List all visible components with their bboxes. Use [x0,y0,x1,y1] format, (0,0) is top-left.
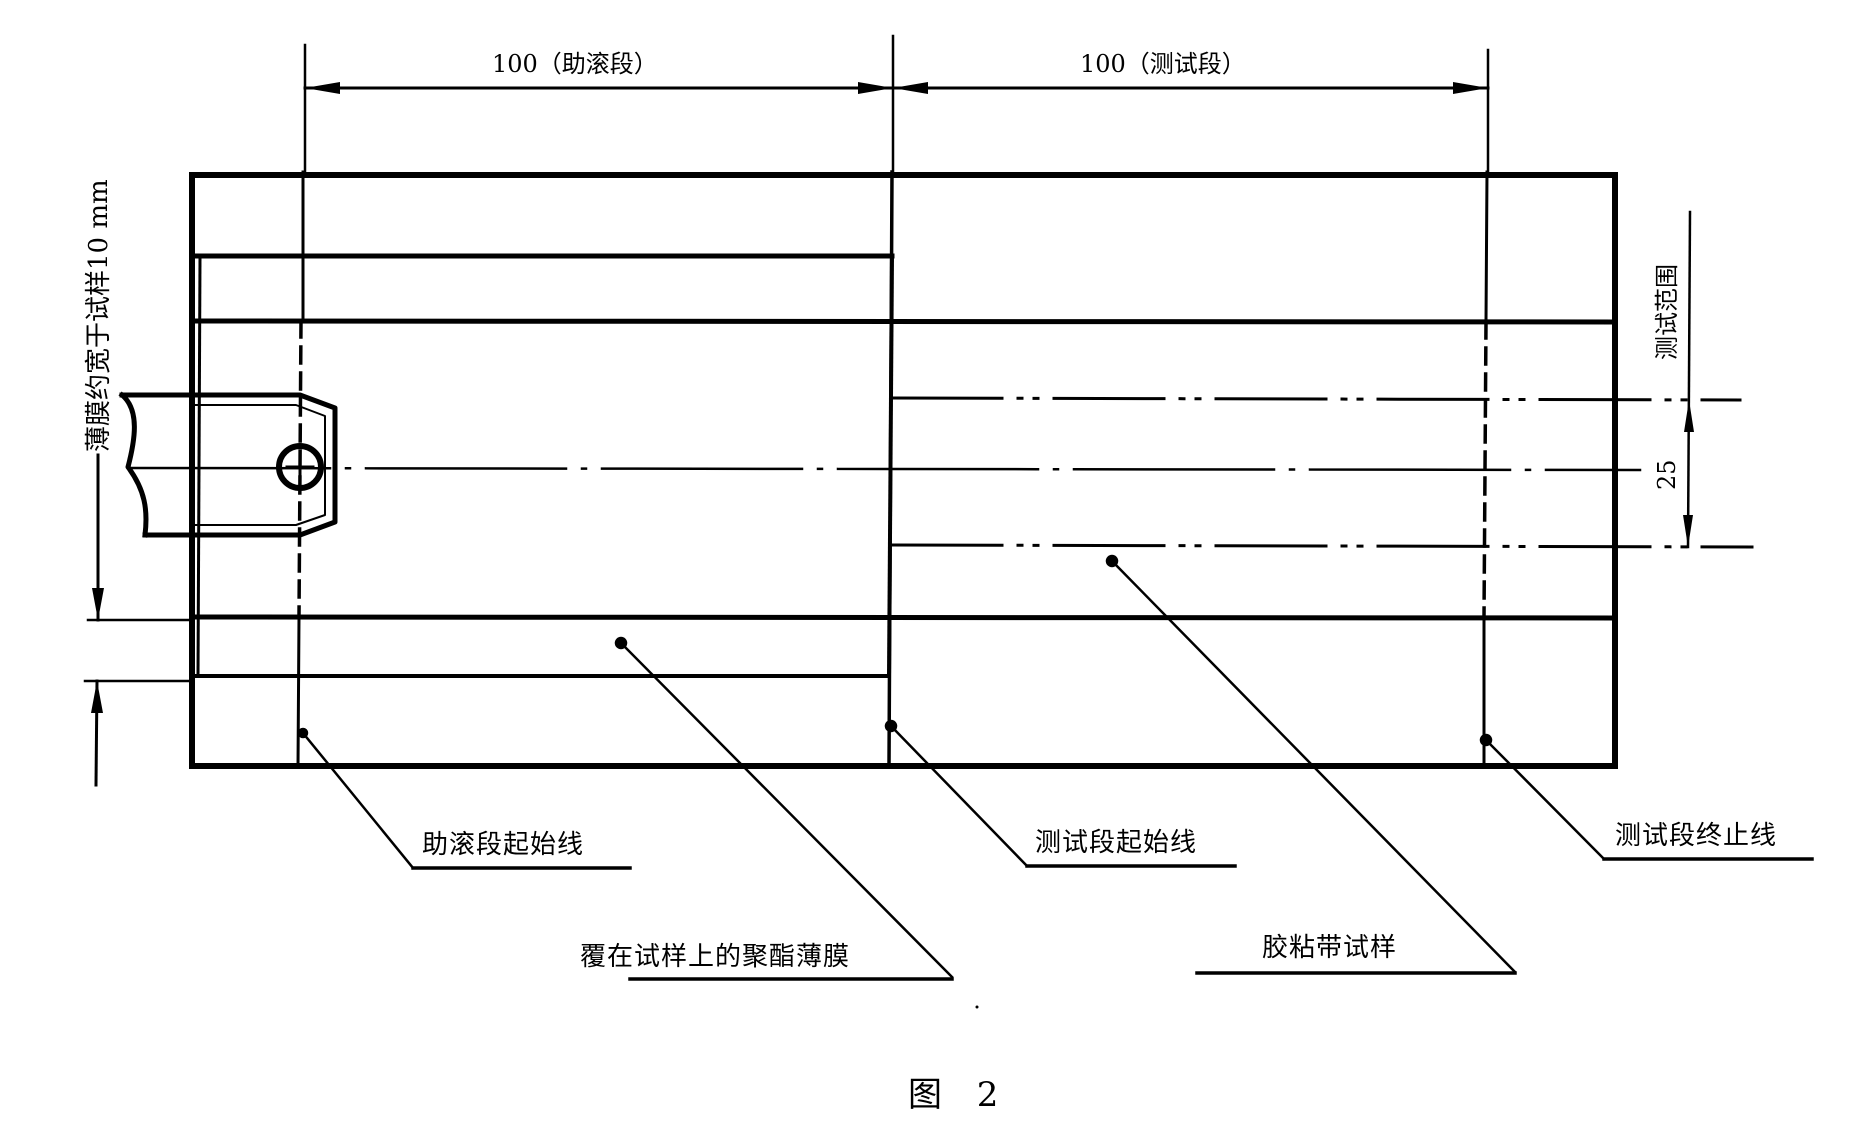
leader-roll-start [297,727,632,870]
leader-test-end [1479,733,1814,861]
leader-test-start [884,719,1237,868]
center-line [128,466,1642,472]
roll-start-line-label: 助滚段起始线 [422,830,585,860]
film-overhang-dimension [83,453,194,787]
top-dimension-lines [303,34,1490,174]
leader-polyester-film [614,636,954,981]
leader-adhesive-tape [1105,554,1517,975]
test-range-label: 测试范围 [1653,264,1681,360]
roll-section-dimension-label: 100（助滚段） [492,50,658,78]
adhesive-tape-specimen-label: 胶粘带试样 [1262,933,1398,963]
test-section-dimension-label: 100（测试段） [1080,50,1246,78]
roll-start-line [296,170,305,768]
test-range-lines [890,396,1754,549]
test-range-dimension [1683,210,1694,549]
test-start-line-label: 测试段起始线 [1035,828,1198,858]
polyester-film-label: 覆在试样上的聚酯薄膜 [580,942,851,972]
clip-pin-icon [276,443,324,491]
test-range-value: 25 [1653,459,1681,490]
adhesive-tape-edges [189,318,1618,621]
test-end-line-label: 测试段终止线 [1615,821,1778,851]
film-overhang-label: 薄膜约宽于试样10 mm [84,179,114,452]
figure-caption: 图 2 [908,1075,1011,1115]
clip-holder [118,391,338,538]
